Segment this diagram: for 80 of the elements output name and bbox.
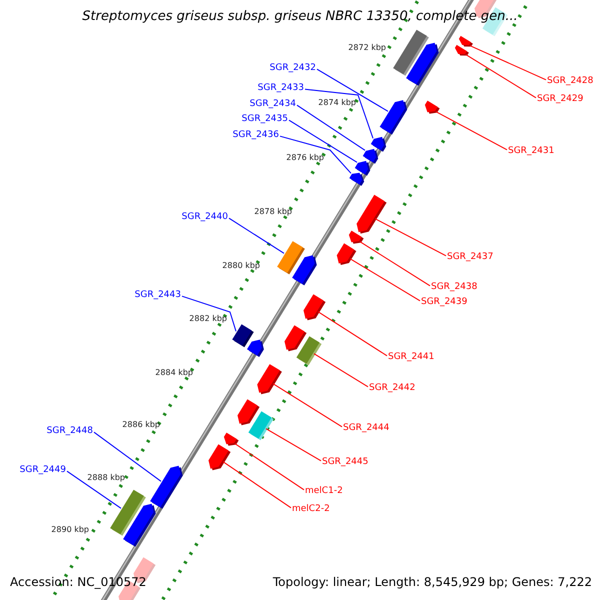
gene-feature: [349, 172, 364, 186]
gene-feature: [123, 504, 156, 547]
gene-label: SGR_2448: [46, 425, 93, 437]
gene-label: SGR_2443: [134, 289, 181, 301]
leader-line: [288, 120, 358, 163]
gene-feature: [356, 194, 387, 234]
gene-feature: [424, 100, 440, 114]
leader-line: [350, 258, 420, 302]
gene-feature: [406, 42, 439, 86]
gene-label: SGR_2429: [537, 93, 584, 105]
gene-label: SGR_2449: [20, 464, 66, 476]
gene-label: melC2-2: [292, 503, 330, 515]
gene-label: melC1-2: [305, 485, 343, 497]
scale-label: 2872 kbp: [348, 42, 386, 54]
gene-label: SGR_2445: [322, 456, 368, 468]
gene-feature: [257, 364, 282, 394]
gene-label: SGR_2433: [258, 82, 304, 94]
gene-feature: [247, 340, 264, 357]
gene-label: SGR_2432: [270, 62, 316, 74]
gene-label: SGR_2435: [242, 113, 288, 125]
gene-label: SGR_2436: [232, 129, 279, 141]
leader-line: [304, 88, 374, 139]
genome-summary-label: Topology: linear; Length: 8,545,929 bp; Genes: 7,222: [272, 576, 592, 588]
gene-feature: [370, 136, 386, 152]
gene-label: SGR_2438: [431, 281, 478, 293]
gene-feature: [284, 325, 307, 352]
scale-label: 2874 kbp: [318, 97, 356, 109]
gene-label: SGR_2441: [388, 351, 434, 363]
gene-label: SGR_2442: [369, 382, 416, 394]
leader-line: [222, 461, 292, 508]
leader-line: [314, 353, 368, 388]
leader-line: [266, 428, 322, 462]
gene-label: SGR_2437: [447, 251, 494, 263]
scale-label: 2886 kbp: [122, 419, 160, 431]
leader-line: [234, 443, 304, 490]
scale-label: 2880 kbp: [222, 260, 260, 272]
gene-feature: [292, 255, 317, 286]
scale-label: 2878 kbp: [254, 206, 292, 218]
gene-label: SGR_2439: [421, 296, 468, 308]
gene-label: SGR_2440: [182, 211, 228, 223]
leader-line: [280, 136, 352, 174]
accession-label: Accession: NC_010572: [10, 576, 146, 588]
gene-feature: [336, 243, 356, 265]
gene-feature: [354, 160, 370, 176]
gene-feature: [238, 399, 260, 426]
leader-line: [316, 68, 388, 112]
gene-feature: [458, 36, 473, 47]
scale-label: 2888 kbp: [87, 472, 125, 484]
gene-feature: [380, 100, 408, 135]
leader-line: [374, 218, 446, 256]
leader-line: [360, 241, 430, 286]
leader-line: [296, 104, 366, 151]
title: Streptomyces griseus subsp. griseus NBRC 13350, complete gen...: [81, 11, 519, 23]
leader-line: [466, 54, 536, 98]
leader-line: [66, 470, 122, 509]
gene-block: [232, 324, 254, 348]
gene-feature: [224, 432, 239, 446]
gene-feature: [304, 294, 326, 320]
scale-label: 2884 kbp: [155, 367, 193, 379]
gene-label: SGR_2428: [547, 75, 594, 87]
leader-line: [272, 383, 342, 428]
leader-line: [94, 432, 162, 482]
scale-label: 2876 kbp: [286, 152, 324, 164]
gene-block: [248, 411, 274, 440]
leader-line: [318, 311, 388, 356]
gene-label: SGR_2431: [508, 145, 554, 157]
leader-line: [182, 296, 236, 332]
gene-block: [296, 336, 322, 366]
gene-feature: [348, 230, 364, 244]
scale-label: 2890 kbp: [51, 524, 89, 536]
gene-feature: [208, 444, 231, 470]
gene-feature: [150, 466, 183, 509]
gene-feature: [454, 44, 469, 56]
leader-line: [228, 218, 284, 254]
leader-line: [436, 111, 508, 150]
gene-label: SGR_2434: [250, 98, 296, 110]
gene-feature: [362, 148, 378, 164]
leader-line: [470, 45, 546, 80]
gene-label: SGR_2444: [343, 422, 390, 434]
scale-label: 2882 kbp: [189, 313, 227, 325]
